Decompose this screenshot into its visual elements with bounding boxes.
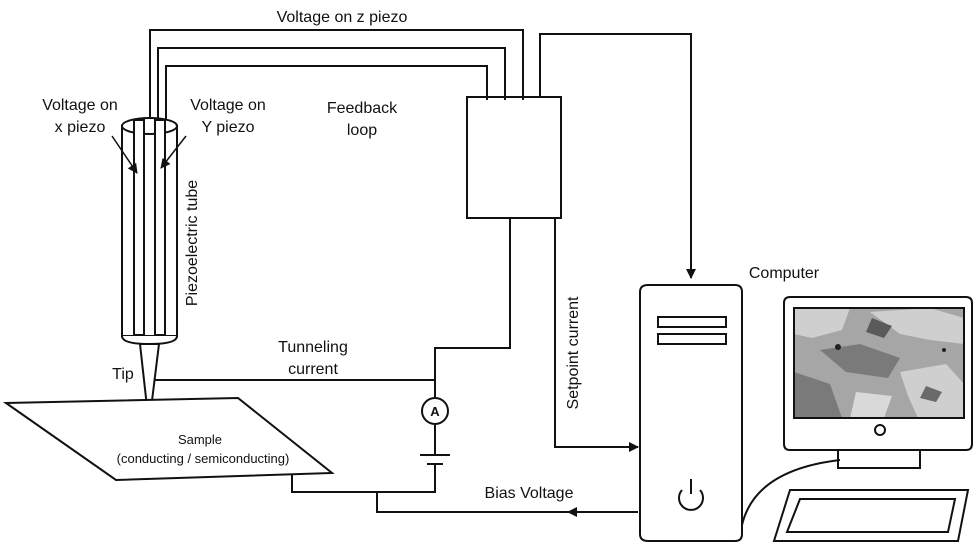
monitor-button bbox=[874, 424, 886, 436]
label-voltage-z: Voltage on z piezo bbox=[277, 9, 408, 26]
label-computer: Computer bbox=[749, 265, 820, 282]
wire-z-middle bbox=[157, 47, 506, 120]
arrow-x-piezo bbox=[111, 135, 138, 174]
monitor-stand bbox=[837, 449, 921, 469]
keyboard-cable bbox=[741, 459, 841, 526]
wire-to-computer bbox=[539, 33, 696, 279]
wire-bias bbox=[376, 492, 583, 513]
label-tunneling-1: Tunneling bbox=[278, 339, 348, 356]
piezo-tube-bottom bbox=[121, 335, 178, 346]
feedback-loop-box bbox=[466, 96, 562, 219]
arrow-y-piezo bbox=[160, 135, 187, 169]
label-sample-2: (conducting / semiconducting) bbox=[117, 451, 290, 466]
tip bbox=[138, 343, 161, 426]
keyboard-inner bbox=[785, 498, 957, 533]
label-feedback-2: loop bbox=[347, 122, 377, 139]
wire-z-inner bbox=[165, 65, 488, 120]
label-feedback-1: Feedback bbox=[327, 100, 398, 117]
piezo-tube-top bbox=[121, 117, 178, 135]
y-electrode bbox=[154, 119, 166, 336]
drive-slot-2 bbox=[657, 333, 727, 345]
keyboard bbox=[772, 489, 970, 542]
sample-plane bbox=[2, 396, 335, 482]
computer-tower bbox=[639, 284, 743, 542]
drive-slot-1 bbox=[657, 316, 727, 328]
label-voltage-y-2: Y piezo bbox=[201, 119, 254, 136]
wire-z-outer bbox=[149, 29, 524, 120]
label-voltage-x-1: Voltage on bbox=[42, 97, 118, 114]
wire-tunneling bbox=[148, 218, 511, 381]
label-bias: Bias Voltage bbox=[485, 485, 574, 502]
label-tunneling-2: current bbox=[288, 361, 338, 378]
label-voltage-y-1: Voltage on bbox=[190, 97, 266, 114]
ammeter-label: A bbox=[430, 404, 440, 419]
x-electrode bbox=[133, 119, 145, 336]
wire-battery-sample bbox=[291, 464, 436, 493]
power-icon bbox=[678, 489, 704, 511]
label-setpoint: Setpoint current bbox=[565, 296, 582, 410]
label-tip: Tip bbox=[112, 366, 134, 383]
label-piezo-tube: Piezoelectric tube bbox=[184, 180, 201, 306]
ammeter bbox=[421, 397, 449, 425]
label-voltage-x-2: x piezo bbox=[55, 119, 106, 136]
label-sample-1: Sample bbox=[178, 432, 222, 447]
wire-setpoint bbox=[554, 218, 639, 452]
monitor-screen bbox=[794, 308, 964, 418]
